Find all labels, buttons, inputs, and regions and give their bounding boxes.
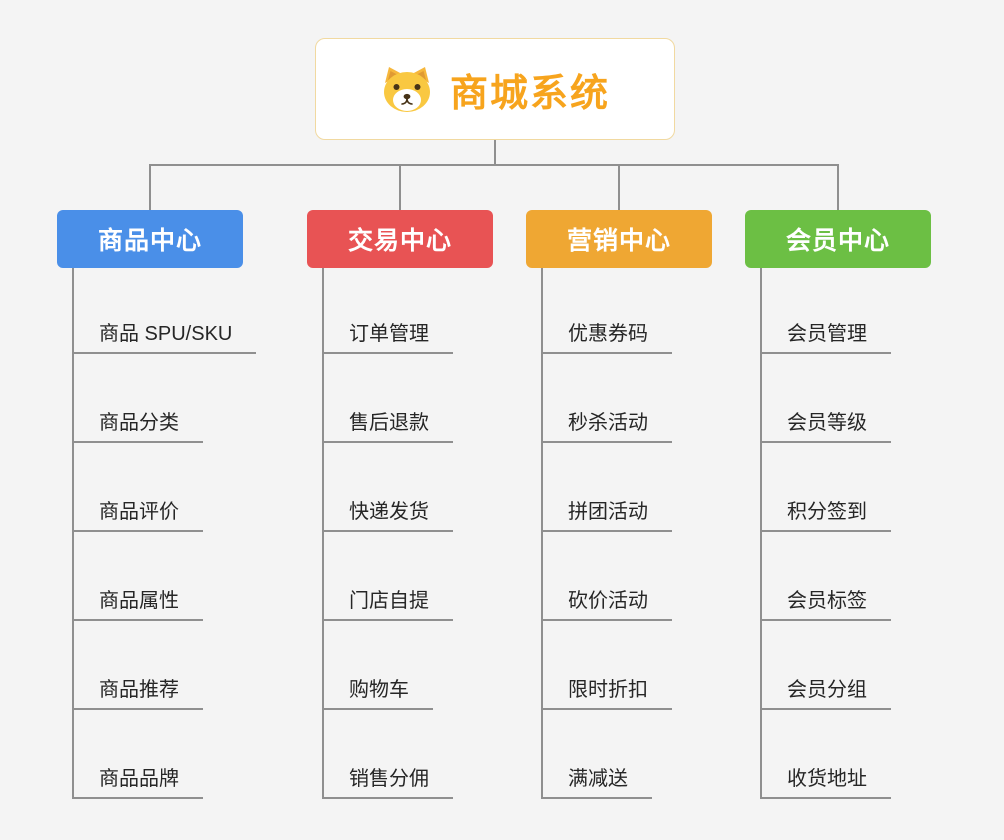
topic-node[interactable]: 会员分组 [760,672,891,710]
topic-node[interactable]: 购物车 [322,672,433,710]
root-title: 商城系统 [449,72,610,115]
connector-line [760,268,762,799]
branch-header-member-center[interactable]: 会员中心 [745,210,931,268]
topic-node[interactable]: 商品品牌 [72,761,203,799]
connector-line [72,268,74,799]
dog-icon [380,65,434,113]
connector-line [322,268,324,799]
connector-line [541,268,543,799]
topic-node[interactable]: 优惠券码 [541,316,672,354]
topic-node[interactable]: 砍价活动 [541,583,672,621]
connector-root-stem [494,140,496,166]
connector-branch-2-stem [399,164,401,210]
topic-node[interactable]: 订单管理 [322,316,453,354]
connector-branch-4-stem [837,164,839,210]
topic-node[interactable]: 售后退款 [322,405,453,443]
topic-node[interactable]: 满减送 [541,761,652,799]
topic-node[interactable]: 门店自提 [322,583,453,621]
topic-node[interactable]: 会员管理 [760,316,891,354]
topic-node[interactable]: 销售分佣 [322,761,453,799]
topic-node[interactable]: 商品 SPU/SKU [72,316,257,354]
branch-header-marketing-center[interactable]: 营销中心 [526,210,712,268]
topic-node[interactable]: 秒杀活动 [541,405,672,443]
topic-node[interactable]: 商品分类 [72,405,203,443]
topic-node[interactable]: 商品评价 [72,494,203,532]
topic-node[interactable]: 会员标签 [760,583,891,621]
topic-node[interactable]: 商品属性 [72,583,203,621]
topic-node[interactable]: 积分签到 [760,494,891,532]
branch-header-trade-center[interactable]: 交易中心 [307,210,493,268]
connector-branch-1-stem [149,164,151,210]
branch-header-product-center[interactable]: 商品中心 [57,210,243,268]
connector-horizontal [149,164,839,166]
topic-node[interactable]: 限时折扣 [541,672,672,710]
topic-node[interactable]: 收货地址 [760,761,891,799]
topic-node[interactable]: 快递发货 [322,494,453,532]
connector-branch-3-stem [618,164,620,210]
topic-node[interactable]: 会员等级 [760,405,891,443]
topic-node[interactable]: 拼团活动 [541,494,672,532]
topic-node[interactable]: 商品推荐 [72,672,203,710]
root-node[interactable]: 商城系统 [315,38,675,140]
